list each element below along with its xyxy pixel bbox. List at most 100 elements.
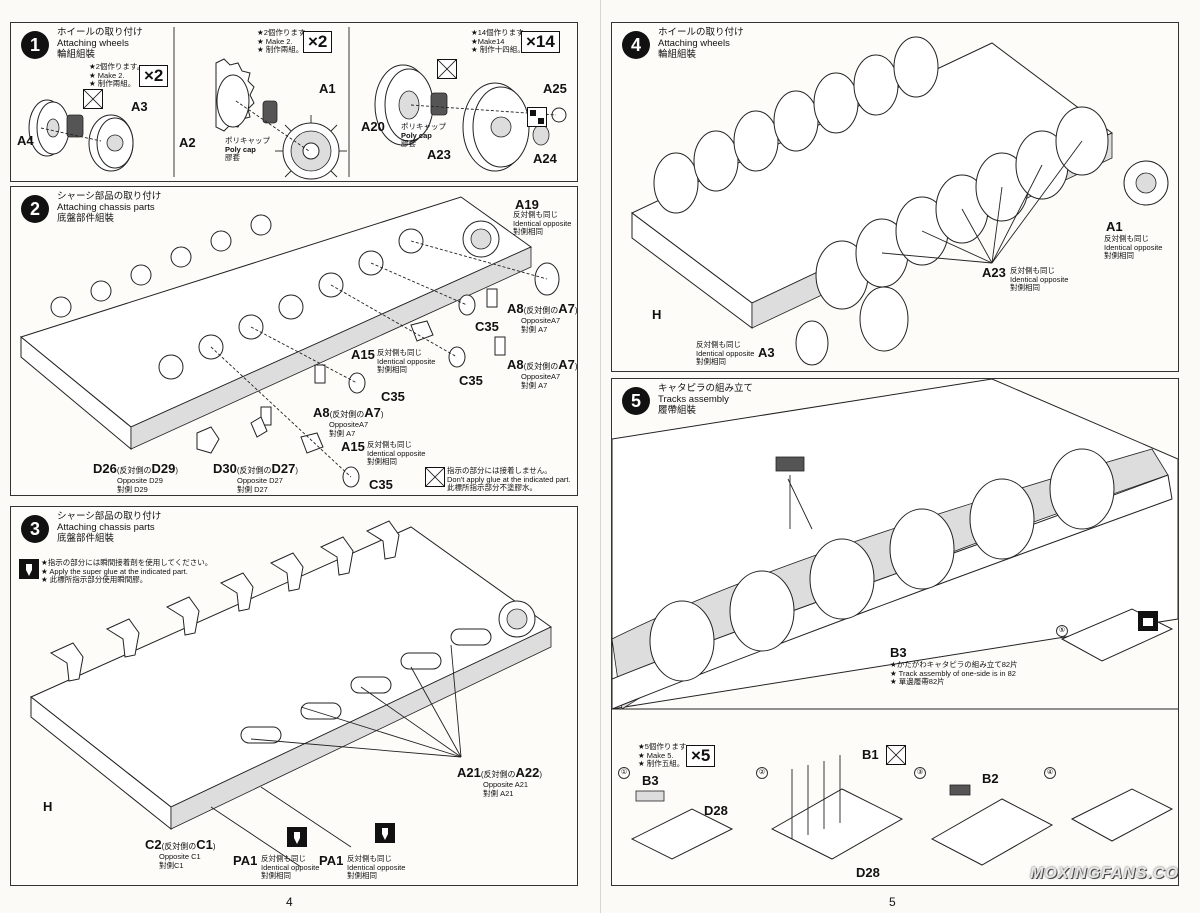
track-count-jp: ★かたがわキャタピラの組み立て82片	[890, 660, 1018, 669]
part-d28-1: D28	[704, 803, 728, 818]
step1a-count-box: ×2	[139, 65, 169, 87]
step1c-polycap-label: ポリキャップ Poly cap 膠套	[401, 122, 446, 149]
track-count-cn: ★ 單邊履帶82片	[890, 677, 945, 686]
opposite-cn: 對側 A7	[521, 324, 548, 334]
identical-jp: 反対側も同じ	[261, 854, 306, 863]
step2-number: 2	[21, 195, 49, 223]
step1a-make-jp: ★2個作ります。	[89, 62, 145, 71]
identical-en: Identical opposite	[1104, 242, 1163, 252]
step3-drawing	[30, 520, 552, 868]
step5-title: キャタピラの組み立て Tracks assembly 履帶組裝	[658, 383, 753, 416]
part-a19: A19	[515, 197, 539, 212]
part-d26: D26(反対側のD29)	[93, 461, 179, 476]
opposite-cn: 對側 A7	[521, 380, 548, 390]
identical-cn: 對側相同	[696, 357, 726, 366]
opposite-cn: 對側C1	[159, 860, 184, 870]
step5-track-count-note: ★かたがわキャタピラの組み立て82片 ★ Track assembly of o…	[890, 660, 1018, 687]
part-a15-2: A15	[341, 439, 365, 454]
part-a23: A23	[427, 147, 451, 162]
step5-title-en: Tracks assembly	[658, 394, 729, 405]
opposite-en: OppositeA7	[329, 420, 369, 429]
part-c1-label: C1	[196, 837, 213, 852]
identical-jp: 反対側も同じ	[347, 854, 392, 863]
step5-title-jp: キャタピラの組み立て	[658, 383, 754, 394]
part-c35-2: C35	[459, 373, 483, 388]
part-a22-label: A22	[515, 765, 540, 780]
identical-en: Identical opposite	[513, 218, 572, 228]
part-a4: A4	[17, 133, 34, 148]
step3-title: シャーシ部品の取り付け Attaching chassis parts 底盤部件…	[57, 511, 161, 544]
polycap-en: Poly cap	[225, 144, 256, 154]
make-en: ★ Make 5.	[638, 750, 674, 760]
identical-jp: 反対側も同じ	[513, 210, 558, 219]
glue-note-en: ★ Apply the super glue at the indicated …	[41, 566, 188, 576]
part-a8-label: A8	[507, 357, 524, 372]
opposite-en: Opposite D29	[117, 476, 163, 485]
super-glue-icon	[19, 559, 39, 579]
part-d29-label: D29	[151, 461, 176, 476]
d26-opposite: Opposite D29 對側 D29	[117, 476, 163, 494]
super-glue-icon	[375, 823, 395, 843]
step1c-make-cn: ★ 制作十四組。	[471, 45, 525, 54]
no-glue-icon	[425, 467, 445, 487]
a8-3-opposite: OppositeA7 對側 A7	[329, 420, 369, 438]
page-number-left: 4	[286, 895, 293, 909]
step5-count-box: ×5	[686, 745, 716, 767]
rotate-freely-icon	[527, 107, 547, 127]
part-c35-4: C35	[369, 477, 393, 492]
part-d26-label: D26	[93, 461, 117, 476]
glue-note-jp: 指示の部分には接着しません。	[447, 466, 552, 475]
part-a1: A1	[319, 81, 336, 96]
step1b-make-en: ★ Make 2.	[257, 36, 293, 46]
step3-glue-note: ★指示の部分には瞬間接着剤を使用してください。 ★ Apply the supe…	[41, 558, 212, 585]
identical-cn: 對側相同	[1010, 283, 1040, 292]
step3-panel: 3 シャーシ部品の取り付け Attaching chassis parts 底盤…	[10, 506, 578, 886]
part-a20: A20	[361, 119, 385, 134]
c2-opposite: Opposite C1 對側C1	[159, 852, 201, 870]
step5-drawing	[612, 379, 1178, 866]
step1b-make-jp: ★2個作ります。	[257, 28, 313, 37]
identical-jp: 反対側も同じ	[696, 340, 741, 349]
step1-title-en: Attaching wheels	[57, 38, 129, 49]
part-a3: A3	[131, 99, 148, 114]
part-a3: A3	[758, 345, 775, 360]
glue-note-cn: 此標所指示部分不塗膠水。	[447, 483, 537, 492]
identical-en: Identical opposite	[696, 348, 755, 358]
substep-4-marker: ④	[1044, 767, 1056, 779]
part-a8-3: A8(反対側のA7)	[313, 405, 384, 420]
step1-drawing	[28, 27, 567, 180]
step1b-make-cn: ★ 制作兩組。	[257, 45, 304, 54]
identical-jp: 反対側も同じ	[1010, 266, 1055, 275]
glue-note-cn: ★ 此標所指示部分使用瞬間膠。	[41, 575, 148, 584]
step3-title-en: Attaching chassis parts	[57, 522, 155, 533]
super-glue-icon	[287, 827, 307, 847]
opposite-en: Opposite A21	[483, 780, 529, 789]
substep-1-marker: ①	[618, 767, 630, 779]
step4-title-en: Attaching wheels	[658, 38, 730, 49]
opposite-jp: 反対側の	[483, 770, 516, 779]
step1c-count-box: ×14	[521, 31, 560, 53]
opposite-jp: (反対側の	[523, 362, 559, 371]
no-glue-icon	[83, 89, 103, 109]
identical-cn: 對側相同	[261, 871, 291, 880]
glue-note-en: Don't apply glue at the indicated part.	[447, 474, 571, 484]
watermark-text: MOXINGFANS.COM	[1030, 865, 1179, 882]
a3-identical: 反対側も同じ Identical opposite 對側相同	[696, 340, 755, 367]
part-a24: A24	[533, 151, 557, 166]
part-a21: A21(反対側のA22)	[457, 765, 543, 780]
part-c2: C2(反対側のC1)	[145, 837, 216, 852]
part-a15-1: A15	[351, 347, 375, 362]
part-a23: A23	[982, 265, 1006, 280]
step1-panel: 1 ホイールの取り付け Attaching wheels 輪組組裝 ★2個作りま…	[10, 22, 578, 182]
step1c-make-jp: ★14個作ります。	[471, 28, 531, 37]
opposite-en: OppositeA7	[521, 316, 561, 325]
make-jp: ★5個作ります。	[638, 742, 694, 751]
part-b3-main: B3	[890, 645, 907, 660]
opposite-jp: (反対側の	[523, 306, 559, 315]
opposite-jp: 反対側の	[119, 466, 152, 475]
part-a7-label: A7	[558, 357, 575, 372]
part-h: H	[652, 307, 662, 322]
part-d30: D30(反対側のD27)	[213, 461, 299, 476]
opposite-en: OppositeA7	[521, 372, 561, 381]
step2-title-cn: 底盤部件組裝	[57, 213, 115, 224]
